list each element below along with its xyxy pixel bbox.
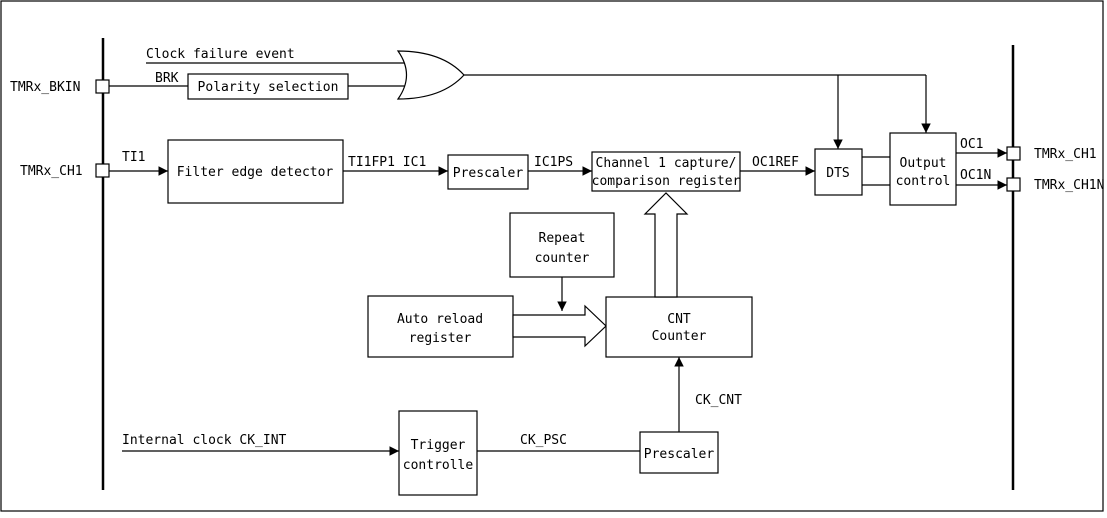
- prescaler-clk-label: Prescaler: [644, 447, 715, 462]
- repeat-counter-block: [509, 212, 615, 278]
- cnt-counter-label-1: CNT: [667, 312, 691, 327]
- pin-label-ch1n-output: TMRx_CH1N: [1034, 178, 1104, 193]
- repeat-counter-label-2: counter: [535, 251, 590, 266]
- oc1ref-label: OC1REF: [752, 155, 799, 170]
- auto-reload-bus-arrow: [512, 304, 607, 348]
- polarity-selection-block: [187, 73, 349, 100]
- prescaler-ic-label: Prescaler: [453, 166, 524, 181]
- or-gate-symbol: [396, 50, 465, 100]
- pin-label-ch1-output: TMRx_CH1: [1034, 147, 1097, 162]
- filter-edge-detector-label: Filter edge detector: [177, 165, 334, 180]
- trigger-controller-label-2: controlle: [403, 458, 474, 473]
- output-control-label-2: control: [896, 174, 951, 189]
- auto-reload-block: [367, 295, 514, 358]
- repeat-counter-label-1: Repeat: [539, 231, 586, 246]
- cnt-to-channel-bus-arrow: [643, 192, 689, 298]
- cnt-counter-label-2: Counter: [652, 329, 707, 344]
- dts-block: [814, 148, 863, 196]
- pin-ch1-output: [1006, 146, 1021, 161]
- cnt-counter-block: [605, 296, 753, 358]
- prescaler-ic-block: [447, 154, 529, 190]
- oc1n-label: OC1N: [960, 168, 991, 183]
- trigger-controller-label-1: Trigger: [411, 438, 466, 453]
- polarity-selection-label: Polarity selection: [198, 80, 339, 95]
- pin-ch1n-output: [1006, 177, 1021, 192]
- brk-label: BRK: [155, 71, 179, 86]
- internal-clock-label: Internal clock CK_INT: [122, 433, 287, 448]
- prescaler-clk-block: [639, 431, 719, 474]
- ic1ps-label: IC1PS: [534, 155, 573, 170]
- ck-cnt-label: CK_CNT: [695, 393, 742, 408]
- ti1fp1-ic1-label: TI1FP1 IC1: [348, 155, 426, 170]
- channel-register-label-1: Channel 1 capture/: [596, 156, 737, 171]
- oc1-label: OC1: [960, 137, 983, 152]
- auto-reload-label-1: Auto reload: [397, 312, 483, 327]
- output-control-block: [889, 132, 957, 206]
- ck-psc-label: CK_PSC: [520, 433, 567, 448]
- output-control-label-1: Output: [900, 156, 947, 171]
- pin-ch1-input: [95, 163, 110, 178]
- pin-label-bkin: TMRx_BKIN: [10, 80, 80, 95]
- trigger-controller-block: [398, 410, 478, 496]
- dts-label: DTS: [826, 166, 849, 181]
- auto-reload-label-2: register: [409, 331, 472, 346]
- pin-label-ch1-input: TMRx_CH1: [20, 164, 83, 179]
- channel-register-label-2: comparison register: [592, 174, 741, 189]
- ti1-label: TI1: [122, 150, 145, 165]
- clock-failure-label: Clock failure event: [146, 47, 295, 62]
- pin-bkin: [95, 79, 110, 94]
